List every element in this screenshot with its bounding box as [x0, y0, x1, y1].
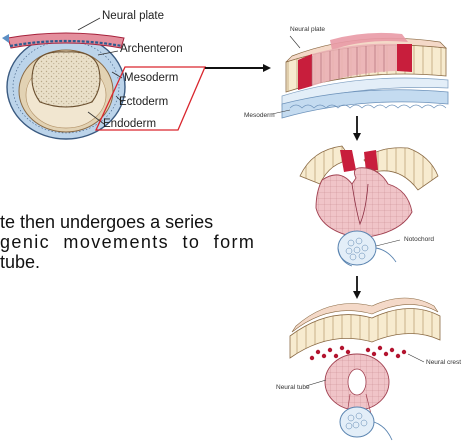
label-mesoderm: Mesoderm — [124, 72, 179, 84]
label-ectoderm: Ectoderm — [119, 96, 169, 108]
neural-tube-stage — [289, 297, 441, 441]
arrow-down-icon — [353, 276, 361, 299]
neural-fold-stage — [299, 145, 439, 267]
body-text-line: te then undergoes a series — [0, 212, 214, 232]
label-neural-crest: Neural crest — [426, 359, 462, 366]
body-text-line: tube. — [0, 252, 41, 272]
label-endoderm: Endoderm — [103, 118, 157, 130]
label-mesoderm-small: Mesoderm — [244, 112, 275, 119]
body-text-line: genic movements to form — [0, 232, 256, 252]
blastopore-marker-icon — [2, 34, 9, 43]
germ-layer-highlight-box — [94, 66, 206, 131]
label-neural-plate: Neural plate — [102, 10, 165, 22]
body-text: te then undergoes a series genic movemen… — [0, 212, 255, 272]
arrow-down-icon — [353, 116, 361, 141]
label-neural-tube: Neural tube — [276, 384, 310, 391]
arrow-right-icon — [205, 64, 271, 72]
label-archenteron: Archenteron — [120, 43, 183, 55]
gastrula-cross-section — [2, 17, 206, 140]
label-notochord: Notochord — [404, 236, 434, 243]
neural-plate-stage — [271, 32, 449, 119]
label-neural-plate-small: Neural plate — [290, 26, 326, 33]
